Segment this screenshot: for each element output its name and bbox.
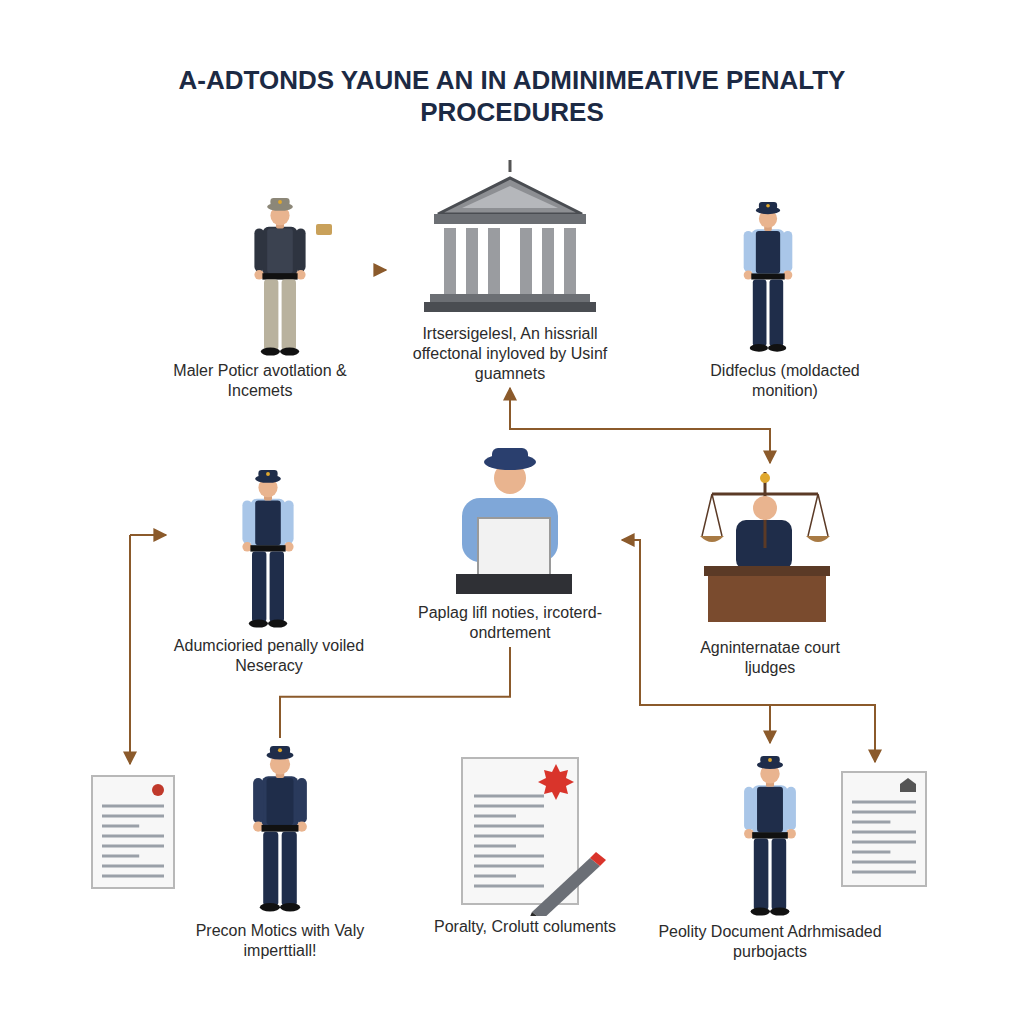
figure-caption: Paplag lifl noties, ircoterd-ondrtement <box>400 602 620 644</box>
figure-caption: Maler Poticr avotlation & Incemets <box>150 360 370 402</box>
document-with-pen <box>462 758 606 926</box>
judge-figure <box>753 496 777 520</box>
figure-caption: Adumcioried penally voiled Neseracy <box>168 635 370 677</box>
figure-node: Paplag lifl noties, ircoterd-ondrtement <box>400 445 620 644</box>
flow-line <box>130 535 875 764</box>
held-object <box>316 224 332 235</box>
police-figure <box>744 202 793 352</box>
figure-caption: Peolity Document Adrhmisaded purbojacts <box>650 921 890 963</box>
figure-node: Didfeclus (moldacted monition) <box>690 195 880 402</box>
figure-caption: Poralty, Crolutt columents <box>431 916 619 938</box>
flow-arrow <box>374 269 386 271</box>
figure-caption: Irtsersigelesl, An hissriall offectonal … <box>390 323 630 385</box>
figure-caption: Didfeclus (moldacted monition) <box>690 360 880 402</box>
figure-caption: Precon Motics with Valy imperttiall! <box>175 920 385 962</box>
diagram-title: A-ADTONDS YAUNE AN IN ADMINIMEATIVE PENA… <box>172 64 852 128</box>
figure-node: Precon Motics with Valy imperttiall! <box>175 740 385 962</box>
police-figure <box>744 756 796 916</box>
figure-node: Peolity Document Adrhmisaded purbojacts <box>650 745 890 963</box>
police-figure <box>254 198 305 356</box>
figure-caption: Agninternatae court ljudges <box>670 637 870 679</box>
court-building <box>424 160 596 312</box>
figure-node: Adumcioried penally voiled Neseracy <box>168 465 370 677</box>
police-figure <box>242 470 293 628</box>
document-icon <box>842 772 926 886</box>
figure-node: Poralty, Crolutt columents <box>420 750 630 938</box>
figure-node: Irtsersigelesl, An hissriall offectonal … <box>390 155 630 385</box>
document-icon <box>92 776 174 888</box>
police-figure <box>253 746 307 911</box>
officer-desk <box>456 498 572 594</box>
figure-node: Maler Poticr avotlation & Incemets <box>150 195 370 402</box>
figure-node: Agninternatae court ljudges <box>670 465 870 679</box>
police-figure <box>484 448 536 494</box>
judge-bench <box>700 472 830 622</box>
